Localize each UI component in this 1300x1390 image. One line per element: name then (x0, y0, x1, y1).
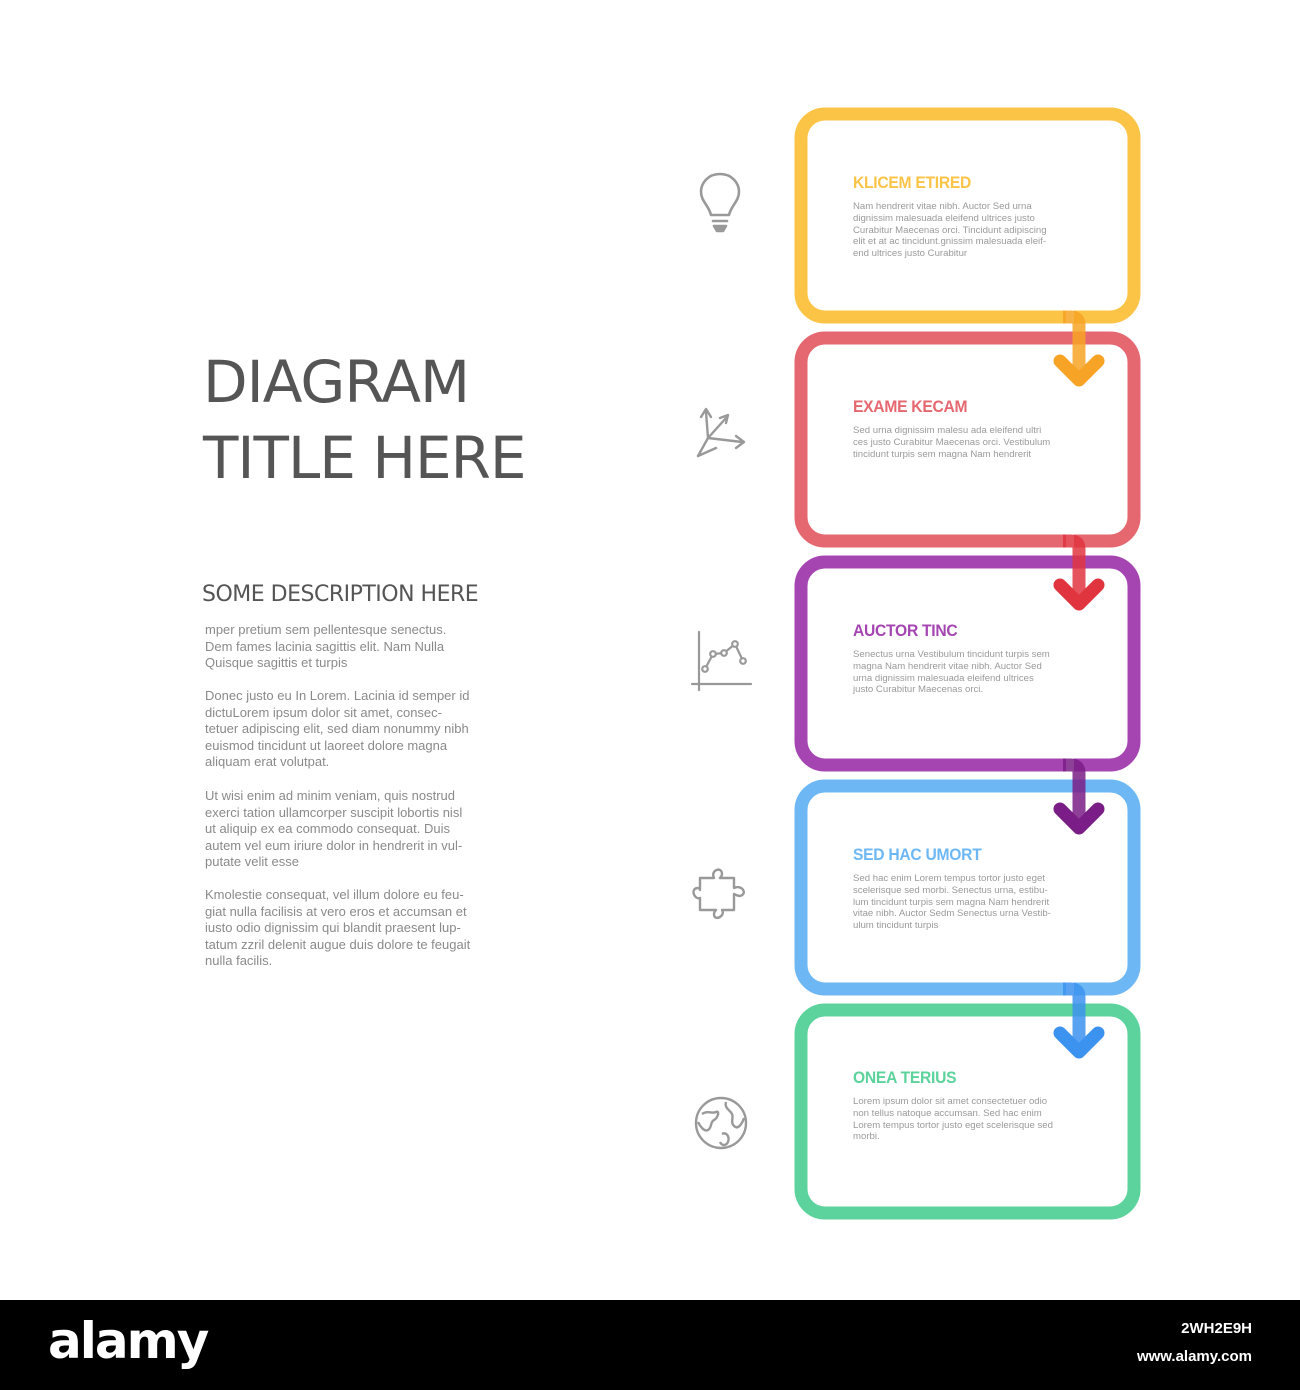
step-1-box (794, 107, 1141, 324)
step-5-title: ONEA TERIUS (853, 1068, 957, 1087)
description-paragraph: Donec justo eu In Lorem. Lacinia id semp… (205, 688, 470, 770)
connector-arrow-2 (1053, 532, 1105, 611)
diverging-arrows-icon (692, 404, 750, 462)
step-4-box (794, 779, 1141, 996)
footer-bar: alamy 2WH2E9H www.alamy.com (0, 1300, 1300, 1390)
description-paragraph: Kmolestie consequat, vel illum dolore eu… (205, 887, 471, 969)
connector-arrow-3 (1053, 756, 1105, 835)
step-3-text: Senectus urna Vestibulum tincidunt turpi… (853, 649, 1050, 696)
globe-icon (692, 1094, 750, 1152)
brand-logo: alamy (48, 1312, 209, 1370)
infographic-canvas: DIAGRAM TITLE HERE SOME DESCRIPTION HERE… (202, 107, 1141, 1220)
site-url: www.alamy.com (1136, 1348, 1252, 1365)
connector-arrow-4 (1053, 980, 1105, 1059)
description-paragraph: mper pretium sem pellentesque senectus. … (205, 622, 447, 671)
connector-arrow-1 (1053, 308, 1105, 387)
description-paragraph: Ut wisi enim ad minim veniam, quis nostr… (205, 788, 463, 870)
step-4-text: Sed hac enim Lorem tempus tortor justo e… (853, 873, 1051, 932)
image-id: 2WH2E9H (1181, 1320, 1252, 1337)
step-5-box (794, 1003, 1141, 1220)
step-2-box (794, 331, 1141, 548)
lightbulb-icon (695, 170, 745, 234)
step-2-title: EXAME KECAM (853, 397, 968, 416)
step-1-title: KLICEM ETIRED (853, 173, 972, 192)
description-heading: SOME DESCRIPTION HERE (202, 582, 479, 607)
step-3-box (794, 555, 1141, 772)
step-3-title: AUCTOR TINC (853, 621, 958, 640)
step-1-text: Nam hendrerit vitae nibh. Auctor Sed urn… (853, 201, 1047, 260)
line-chart-icon (690, 628, 754, 692)
step-flow (794, 107, 1141, 1220)
puzzle-piece-icon (688, 864, 752, 920)
diagram-title: DIAGRAM TITLE HERE (203, 348, 527, 492)
step-4-title: SED HAC UMORT (853, 845, 982, 864)
step-2-text: Sed urna dignissim malesu ada eleifend u… (853, 425, 1051, 460)
step-5-text: Lorem ipsum dolor sit amet consectetuer … (853, 1096, 1053, 1143)
